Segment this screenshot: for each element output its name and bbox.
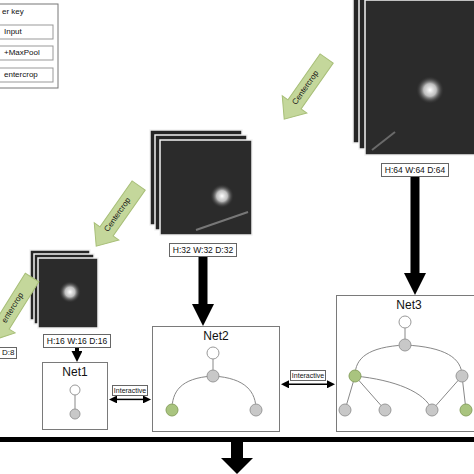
network-name: Net2 — [153, 327, 279, 343]
graph-link — [405, 345, 462, 376]
graph-node — [70, 385, 80, 395]
legend-item-frame — [0, 68, 53, 82]
crop-arrow — [84, 177, 151, 255]
graph-link — [432, 376, 462, 410]
ct-slice — [365, 0, 474, 155]
ct-patch-stack — [30, 250, 98, 328]
graph-node — [379, 404, 391, 416]
network-name: Net1 — [43, 363, 107, 379]
graph-node — [207, 347, 219, 359]
nodule — [210, 184, 234, 208]
graph-link — [172, 376, 213, 410]
nodule — [59, 281, 81, 303]
legend-frame — [0, 4, 58, 88]
legend-entry: entercrop — [4, 70, 38, 80]
graph-link — [355, 376, 385, 410]
flow-arrow — [410, 177, 419, 273]
flow-arrow — [198, 257, 207, 304]
network-box: Net2 — [152, 326, 280, 432]
dimension-label: D:8 — [0, 347, 17, 359]
output-arrow-shaft — [231, 442, 243, 459]
legend-entry: Input — [4, 27, 22, 37]
dimension-box: H:32 W:32 D:32 — [169, 243, 237, 257]
vessel — [372, 132, 395, 150]
legend-entry: +MaxPool — [4, 48, 40, 58]
network-name: Net3 — [337, 296, 474, 312]
ct-patch-stack — [150, 130, 252, 235]
dimension-label: H:32 W:32 D:32 — [173, 245, 233, 255]
graph-link — [355, 345, 405, 376]
ct-slice — [160, 140, 252, 235]
nodule — [416, 76, 444, 104]
interaction-arrow — [117, 399, 143, 401]
output-arrow-head — [221, 458, 253, 474]
edge-label: Interactive — [112, 385, 148, 396]
crop-label: entercrop — [0, 291, 26, 325]
crop-label: Centercrop — [291, 69, 322, 107]
graph-node — [456, 370, 468, 382]
dimension-label: H:64 W:64 D:64 — [385, 165, 445, 175]
vessel — [196, 212, 248, 230]
flow-arrow — [75, 348, 79, 351]
network-graph — [70, 385, 80, 419]
graph-node — [426, 404, 438, 416]
graph-link — [355, 376, 432, 410]
graph-node — [339, 404, 351, 416]
crop-label: Centercrop — [103, 196, 134, 234]
graph-node — [349, 370, 361, 382]
dimension-label: H:16 W:16 D:16 — [47, 336, 107, 346]
graph-node — [70, 409, 80, 419]
dimension-box: H:16 W:16 D:16 — [43, 334, 111, 348]
graph-node — [207, 370, 219, 382]
crop-arrow — [0, 270, 45, 349]
network-box: Net1 — [42, 362, 108, 430]
network-graph — [339, 316, 472, 416]
graph-link — [213, 376, 256, 410]
ct-patch-stack — [353, 0, 474, 155]
legend-item-frame — [0, 46, 53, 60]
crop-arrow — [272, 50, 339, 128]
graph-node — [460, 404, 472, 416]
legend-heading: er key — [2, 7, 24, 17]
edge-label: Interactive — [290, 370, 326, 381]
network-box: Net3 — [336, 295, 474, 432]
graph-node — [399, 316, 411, 328]
network-graph — [166, 347, 262, 416]
connectors — [77, 177, 415, 399]
interaction-arrow — [289, 384, 327, 386]
dimension-box: H:64 W:64 D:64 — [381, 163, 449, 177]
merge-bar — [0, 437, 474, 442]
graph-node — [166, 404, 178, 416]
ct-slice — [38, 258, 98, 328]
graph-node — [250, 404, 262, 416]
graph-node — [399, 339, 411, 351]
legend-item-frame — [0, 25, 53, 39]
